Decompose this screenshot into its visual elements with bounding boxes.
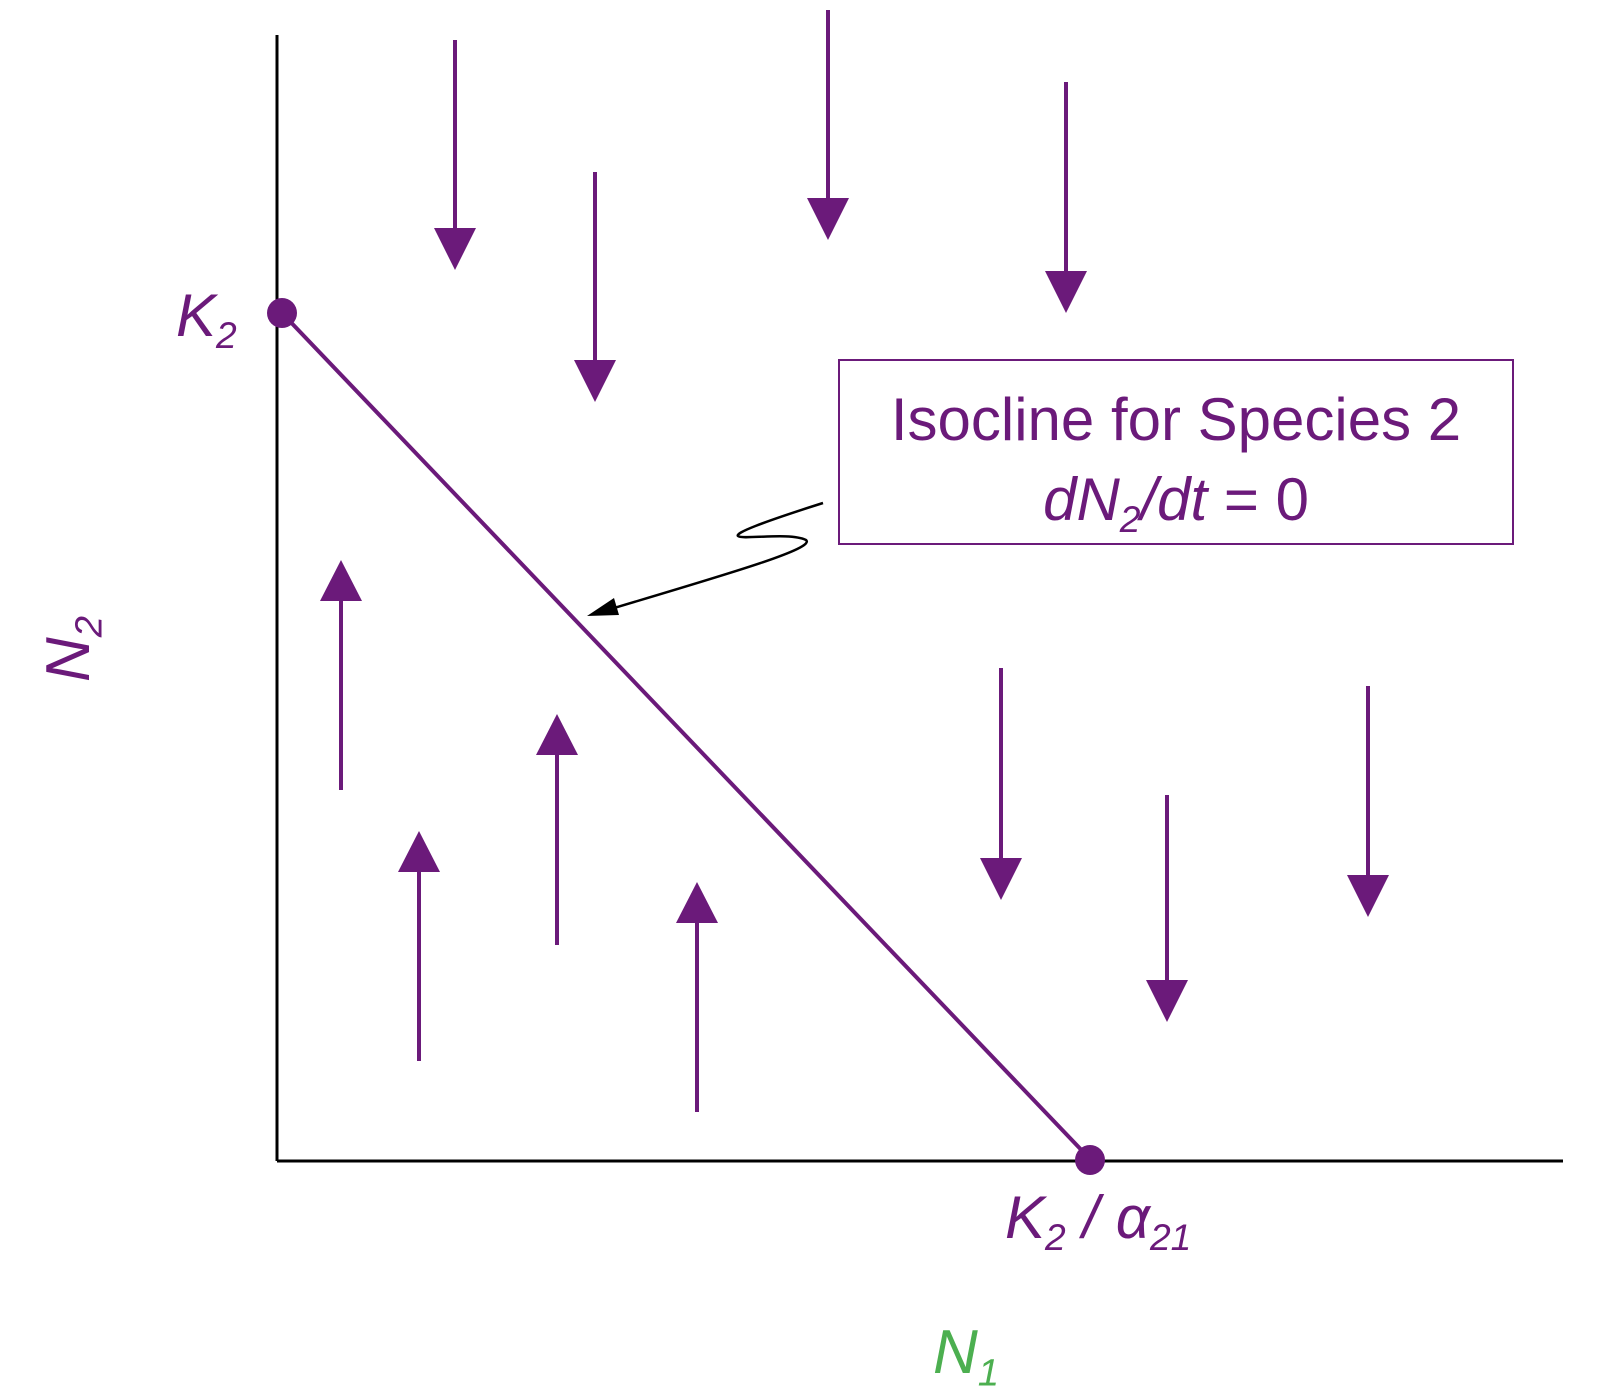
callout-pointer <box>587 501 824 616</box>
down-arrow <box>807 10 849 240</box>
k2-over-alpha21-label: K2 / α21 <box>1005 1184 1192 1258</box>
up-arrow <box>398 831 440 1061</box>
k2-alpha21-point <box>1075 1145 1105 1175</box>
isocline-callout-box: Isocline for Species 2 dN2/dt = 0 <box>838 359 1514 545</box>
down-arrow <box>574 172 616 402</box>
down-arrow <box>1146 795 1188 1022</box>
down-arrow <box>1045 82 1087 313</box>
callout-equation: dN2/dt = 0 <box>1043 466 1309 540</box>
x-axis-label: N1 <box>933 1318 1000 1395</box>
up-arrow <box>676 882 718 1112</box>
isocline-line <box>280 311 1092 1161</box>
k2-point <box>267 298 297 328</box>
y-axis-label: N2 <box>34 615 111 682</box>
k2-label: K2 <box>176 282 237 356</box>
callout-title: Isocline for Species 2 <box>890 386 1462 453</box>
up-arrow <box>320 560 362 790</box>
down-arrow <box>434 40 476 270</box>
down-arrow <box>980 668 1022 900</box>
up-arrow <box>536 714 578 945</box>
down-arrow <box>1347 686 1389 917</box>
